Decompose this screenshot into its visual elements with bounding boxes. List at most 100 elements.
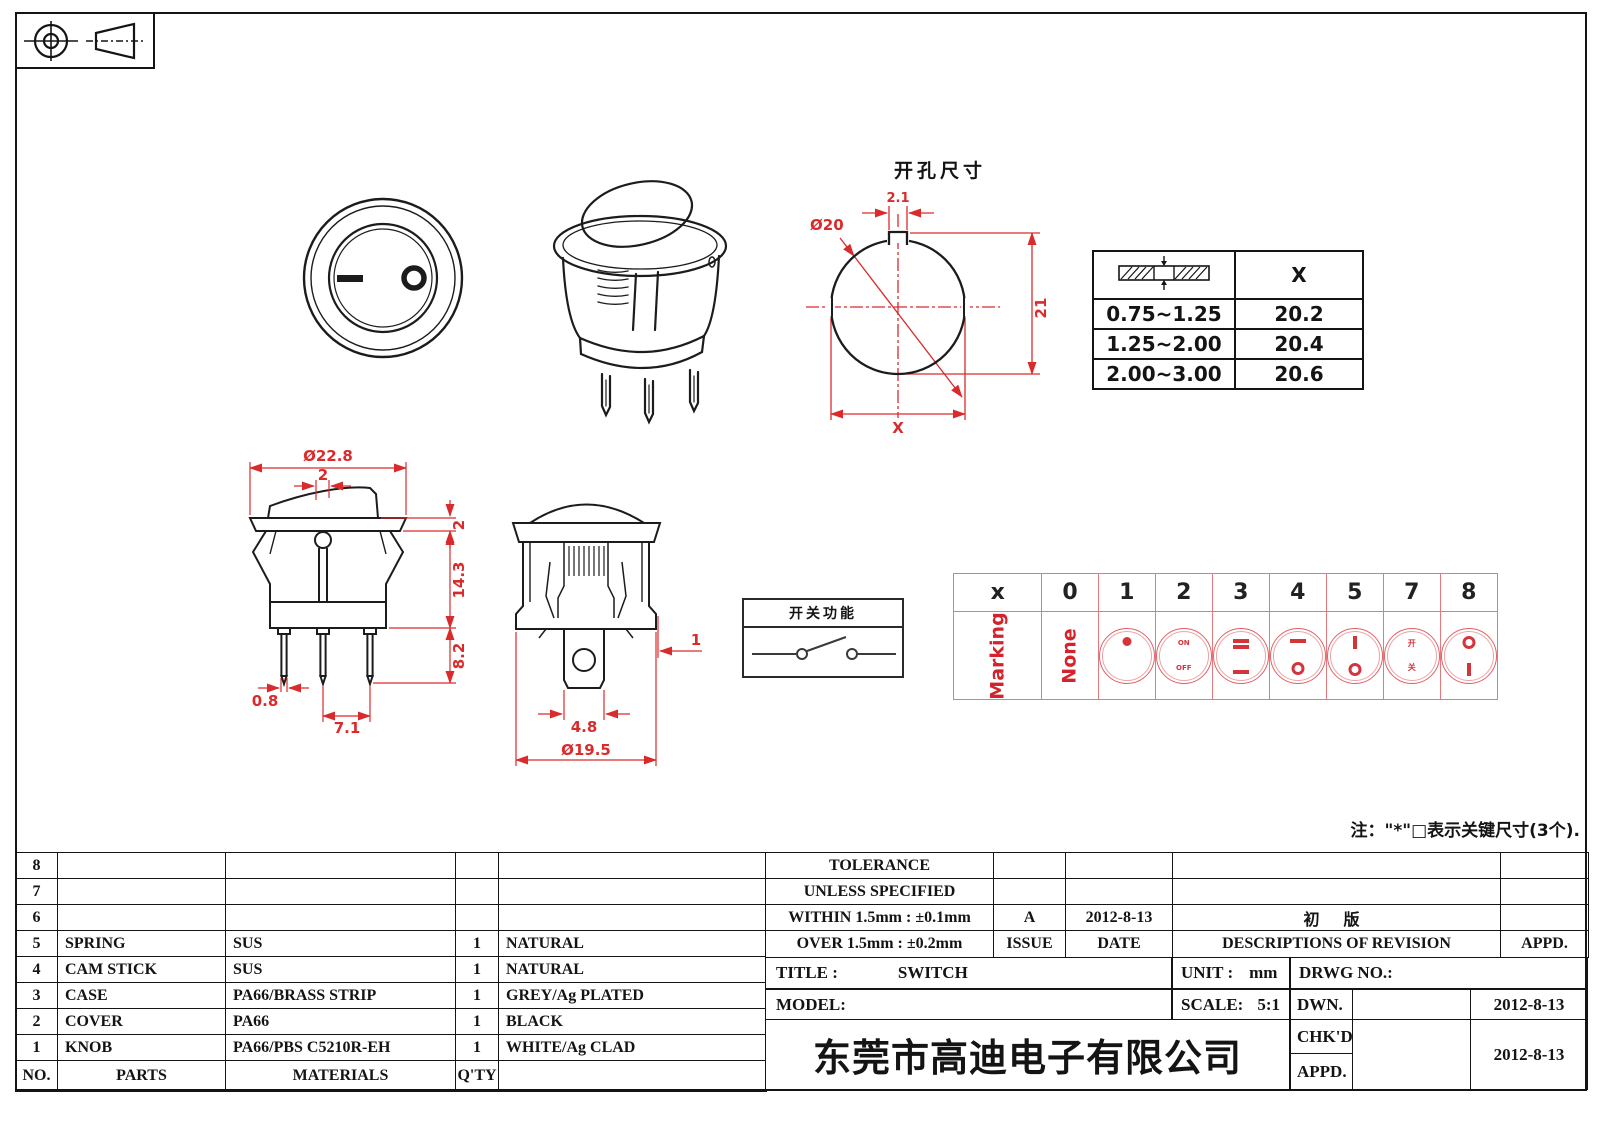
table-row: 4 CAM STICK SUS 1 NATURAL xyxy=(15,956,767,983)
drawing-title: SWITCH xyxy=(897,963,968,982)
rocker-off-dash xyxy=(337,275,363,282)
thickness-table: X 0.75~1.25 20.2 1.25~2.00 20.4 2.00~3.0… xyxy=(1092,250,1364,390)
issue-label: ISSUE xyxy=(993,930,1066,958)
projection-symbol-box xyxy=(15,12,155,69)
marking-header: x xyxy=(952,573,1043,612)
marking-header: 2 xyxy=(1154,573,1213,612)
switch-side-view-dimensioned: Ø22.8 2 2 14.3 8.2 0.8 7.1 xyxy=(248,447,468,737)
unit-value: mm xyxy=(1249,963,1278,982)
table-row: 5 SPRING SUS 1 NATURAL xyxy=(15,930,767,957)
chkd-date-cell: 2012-8-13 xyxy=(1470,1019,1588,1090)
marking-header: 7 xyxy=(1382,573,1441,612)
company-name-cell: 东莞市高迪电子有限公司 xyxy=(765,1019,1290,1090)
dim-label: Ø22.8 xyxy=(303,447,353,465)
flat-terminal xyxy=(563,629,605,689)
dim-label-x: X xyxy=(892,419,904,437)
dim-label: 8.2 xyxy=(450,643,468,670)
marking-symbol-kai-guan: 开 关 xyxy=(1383,627,1440,684)
revision-table: TOLERANCE UNLESS SPECIFIED WITHIN 1.5mm … xyxy=(765,852,1589,958)
table-row: 3 CASE PA66/BRASS STRIP 1 GREY/Ag PLATED xyxy=(15,982,767,1009)
thickness-range: 0.75~1.25 xyxy=(1092,298,1236,330)
marking-symbol-bars xyxy=(1212,627,1269,684)
tolerance-title: TOLERANCE xyxy=(765,852,994,879)
marking-symbol-on-off: ON OFF xyxy=(1155,627,1212,684)
dwn-sign-cell xyxy=(1352,989,1472,1021)
thickness-value: 20.6 xyxy=(1234,358,1364,390)
projection-target-icon xyxy=(24,20,79,61)
table-row: 6 xyxy=(15,904,767,931)
terminal-pin xyxy=(600,372,612,418)
tolerance-over: OVER 1.5mm : ±0.2mm xyxy=(765,930,994,958)
dim-label: Ø19.5 xyxy=(561,741,611,759)
marking-symbol-dash-ring xyxy=(1269,627,1326,684)
issue-value: A xyxy=(993,904,1066,931)
panel-thickness-icon xyxy=(1118,255,1210,290)
dwn-date-cell: 2012-8-13 xyxy=(1470,989,1588,1021)
dim-label: 7.1 xyxy=(334,719,361,737)
switch-front-view-dimensioned: 1 4.8 Ø19.5 xyxy=(511,503,702,766)
date-label: DATE xyxy=(1065,930,1173,958)
terminal-pin xyxy=(643,377,655,425)
dwn-label-cell: DWN. xyxy=(1290,989,1354,1021)
unit-cell: UNIT : mm xyxy=(1172,957,1290,989)
dim-label-dia20: Ø20 xyxy=(810,216,844,234)
spst-circuit-icon xyxy=(752,636,896,660)
title-cell: TITLE : SWITCH xyxy=(765,957,1172,989)
key-dimension-note: 注："*"□表示关键尺寸(3个). xyxy=(1350,821,1581,841)
rocker-on-circle xyxy=(401,265,427,291)
table-row: 7 xyxy=(15,878,767,905)
revision-header: DESCRIPTIONS OF REVISION xyxy=(1172,930,1501,958)
switch-front-view xyxy=(302,197,464,359)
marking-header: 8 xyxy=(1439,573,1498,612)
function-box: 开关功能 xyxy=(742,598,904,678)
marking-header: 3 xyxy=(1211,573,1270,612)
drwg-no-cell: DRWG NO.: xyxy=(1290,957,1588,989)
appd-header: APPD. xyxy=(1500,930,1589,958)
marking-symbol-dot xyxy=(1098,627,1155,684)
dim-label-21: 21 xyxy=(1032,298,1050,319)
cutout-title: 开孔尺寸 xyxy=(893,160,986,182)
issue-date-value: 2012-8-13 xyxy=(1065,904,1173,931)
tolerance-subtitle: UNLESS SPECIFIED xyxy=(765,878,994,905)
marking-symbol-ring-bar xyxy=(1440,627,1497,684)
scale-cell: SCALE: 5:1 xyxy=(1172,989,1290,1021)
dim-label: 0.8 xyxy=(252,692,279,710)
thickness-x-header: X xyxy=(1234,250,1364,300)
marking-header: 5 xyxy=(1325,573,1384,612)
dim-label: 2 xyxy=(450,520,468,530)
tolerance-within: WITHIN 1.5mm : ±0.1mm xyxy=(765,904,994,931)
terminal-pin xyxy=(688,368,700,414)
thickness-range: 2.00~3.00 xyxy=(1092,358,1236,390)
parts-table: 8 7 6 5 SPRING SUS 1 NATURAL xyxy=(15,852,767,1092)
marking-header: 1 xyxy=(1097,573,1156,612)
function-box-title: 开关功能 xyxy=(744,600,902,628)
terminal-pins xyxy=(277,627,377,688)
spring-coil xyxy=(568,546,605,576)
cutout-drawing: Ø20 2.1 21 X xyxy=(806,191,1050,437)
table-row: 1 KNOB PA66/PBS C5210R-EH 1 WHITE/Ag CLA… xyxy=(15,1034,767,1061)
table-row: 2 COVER PA66 1 BLACK xyxy=(15,1008,767,1035)
cutout-notch xyxy=(887,230,909,245)
chkd-sign-cell xyxy=(1352,1019,1472,1090)
marking-header: 0 xyxy=(1041,573,1099,612)
thickness-value: 20.2 xyxy=(1234,298,1364,330)
marking-header: 4 xyxy=(1268,573,1327,612)
dim-label: 14.3 xyxy=(450,561,468,598)
table-row: 8 xyxy=(15,852,767,879)
marking-row-label: Marking xyxy=(986,611,1009,700)
model-cell: MODEL: xyxy=(765,989,1172,1021)
marking-table: x 0 1 2 3 4 5 7 8 Marking None ON OFF xyxy=(952,573,1498,700)
revision-description: 初 版 xyxy=(1172,904,1501,931)
dim-label: 2 xyxy=(318,466,328,484)
projection-cone-icon xyxy=(85,22,146,59)
scale-value: 5:1 xyxy=(1257,995,1281,1014)
parts-table-footer: NO. PARTS MATERIALS Q'TY xyxy=(15,1060,767,1092)
dim-label: 4.8 xyxy=(571,718,598,736)
marking-symbol-bar-ring xyxy=(1326,627,1383,684)
marking-none-label: None xyxy=(1059,627,1082,684)
chkd-label-cell: CHK'D xyxy=(1290,1019,1354,1055)
dim-label: 1 xyxy=(691,631,701,649)
switch-perspective-view xyxy=(552,180,728,425)
appd-label-cell: APPD. xyxy=(1290,1053,1354,1090)
